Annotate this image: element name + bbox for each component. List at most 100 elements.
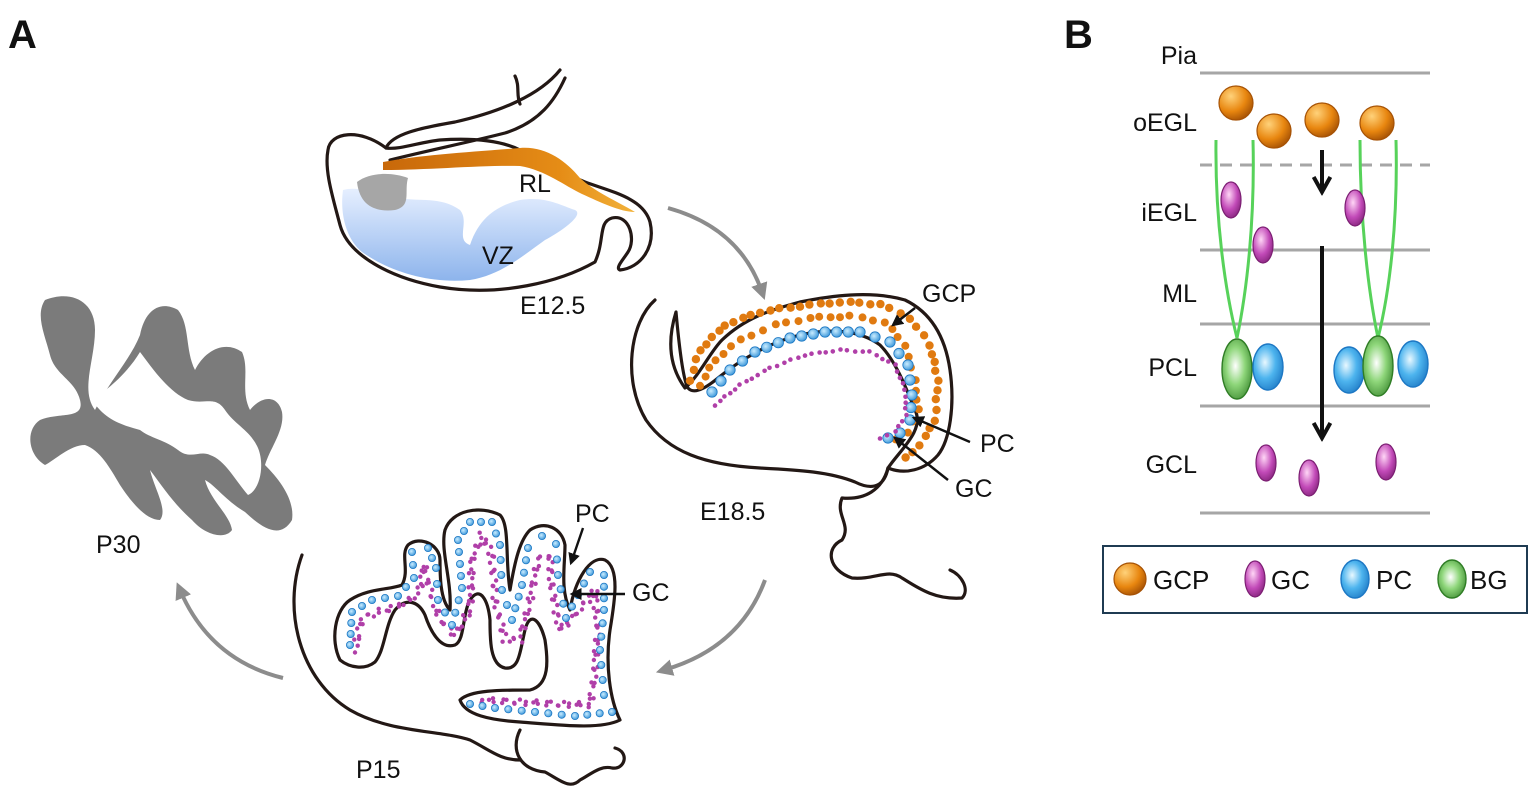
layer-labels: Pia oEGL iEGL ML PCL GCL — [1133, 42, 1197, 479]
pc-dot — [409, 574, 418, 583]
gc-dot — [503, 631, 509, 637]
gc-dot — [744, 378, 749, 384]
e18-cerebellum-section: GCP PC GC E18.5 — [629, 280, 1015, 600]
pc-dot — [598, 676, 607, 685]
gcp-dot — [755, 308, 765, 317]
pc-dot — [831, 326, 843, 338]
gcp-dot — [805, 300, 814, 309]
gcp-dot — [925, 341, 934, 350]
pc-dot — [597, 661, 606, 670]
pc-dot — [842, 326, 854, 338]
gc-dot — [534, 698, 539, 703]
gc-dot — [877, 436, 883, 441]
pc-dot — [459, 527, 468, 536]
e18-pc-pointer — [911, 416, 971, 444]
gcp-dot — [932, 405, 941, 415]
gc-dot — [561, 699, 567, 705]
gc-dot — [533, 573, 538, 578]
pc-dot — [522, 556, 531, 565]
gcp-dot — [888, 325, 897, 333]
pc-dot — [476, 518, 485, 527]
gcp-dot — [933, 386, 942, 395]
gc-dot — [415, 585, 420, 590]
pc-dot — [600, 606, 609, 615]
gc-dot — [355, 626, 360, 631]
gc-dot — [483, 541, 488, 546]
pc-dot — [598, 619, 607, 628]
gcp-cells — [1218, 85, 1395, 149]
gc-dot — [522, 611, 527, 616]
gc-dot — [592, 680, 597, 686]
e12-gray-region — [357, 173, 408, 211]
pc-dot — [600, 691, 609, 700]
pc-dot — [408, 561, 417, 570]
pc-dot — [453, 536, 462, 545]
gc-dot — [556, 703, 561, 708]
gc-dot — [466, 585, 471, 590]
pc-dot — [538, 532, 547, 541]
gc-dot — [860, 349, 866, 354]
gcp-dot — [707, 332, 716, 342]
pc-dot — [432, 580, 441, 589]
gcp-dot — [930, 416, 939, 425]
pc-dot — [772, 337, 784, 349]
gcp-dot — [736, 335, 745, 344]
gc-dot — [893, 429, 898, 434]
gc-cell — [1375, 443, 1397, 481]
legend-gcp-label: GCP — [1153, 565, 1209, 595]
gc-dot — [430, 603, 436, 609]
gc-dot — [492, 605, 497, 610]
layer-label-iegl: iEGL — [1141, 199, 1197, 227]
gc-dot — [548, 585, 553, 591]
gcp-dot — [720, 321, 729, 330]
gc-dot — [469, 583, 475, 588]
gc-dot — [352, 637, 357, 642]
gc-dot — [587, 696, 593, 701]
gcp-dot — [715, 326, 724, 335]
gc-dot — [809, 351, 814, 357]
gc-dot — [823, 350, 828, 355]
gc-dot — [376, 606, 381, 611]
p15-gc-dots — [352, 530, 603, 710]
gcp-dot — [701, 372, 710, 381]
pc-dot — [600, 582, 609, 591]
gc-dot — [358, 621, 363, 627]
pc-dot — [571, 712, 580, 721]
gcp-dot — [934, 376, 943, 385]
pc-dot — [553, 555, 562, 564]
gc-dot — [899, 419, 905, 424]
gc-dot — [732, 387, 738, 392]
pc-dot — [568, 602, 577, 611]
gc-dot — [549, 582, 554, 587]
pc-dot — [454, 596, 463, 605]
gc-dot — [358, 617, 364, 622]
gcp-dot — [747, 331, 756, 340]
gcp-dot — [876, 299, 885, 309]
pc-dot — [507, 616, 516, 625]
p15-stage-label: P15 — [356, 756, 400, 784]
gc-dot — [462, 617, 468, 622]
gc-dot — [547, 554, 552, 559]
gc-dot — [774, 363, 780, 369]
pc-dot — [456, 572, 465, 581]
gcp-dot — [739, 313, 748, 322]
p30-stage-label: P30 — [96, 531, 140, 559]
pc-dot — [465, 700, 474, 709]
pc-dot — [544, 709, 553, 718]
gc-dot — [491, 554, 497, 559]
gc-dot — [371, 614, 377, 619]
gcp-dot — [794, 317, 803, 326]
e12-vz-label: VZ — [482, 242, 514, 270]
gc-dot — [490, 696, 496, 701]
pc-dot — [423, 544, 432, 553]
gc-dot — [897, 375, 903, 381]
gc-dot — [749, 376, 755, 382]
bg-fiber-2a — [1358, 139, 1380, 339]
gc-cell — [1220, 181, 1242, 219]
p15-cerebellum-section: PC GC P15 — [292, 500, 670, 786]
gc-dot — [471, 570, 476, 576]
pc-dot — [491, 529, 500, 538]
gcp-dot — [825, 299, 834, 308]
pc-dot — [736, 355, 749, 367]
gc-dot — [874, 353, 879, 358]
